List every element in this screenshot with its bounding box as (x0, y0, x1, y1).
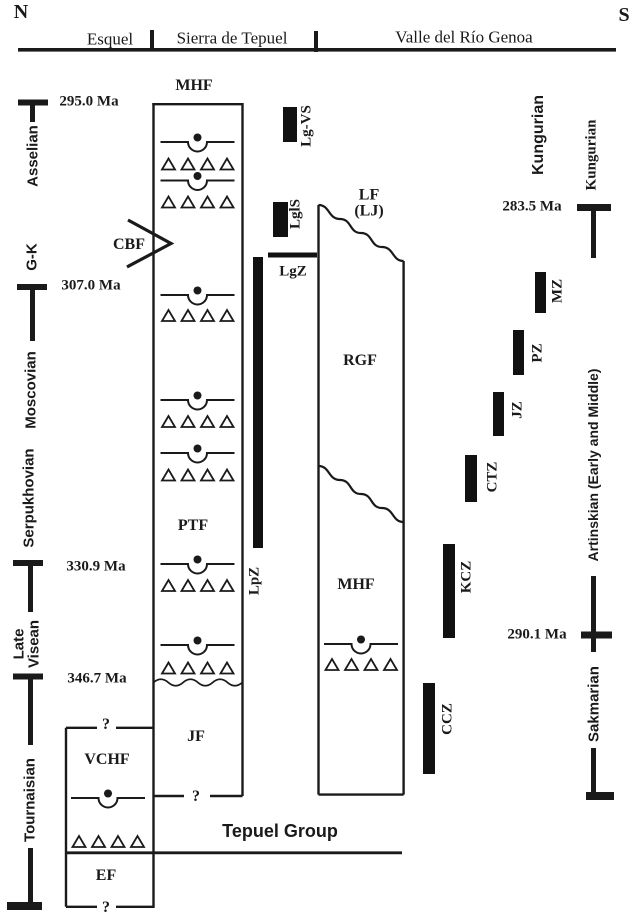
compass-north: N (13, 0, 29, 23)
biozone-ccz: CCZ (439, 703, 456, 735)
stage-kungurian-biozone-column: Kungurian (529, 95, 547, 175)
stage-tournaisian: Tournaisian (21, 758, 39, 842)
bar-pz (513, 330, 524, 375)
esquel-column-outline (64, 726, 154, 908)
biozone-lgls: LglS (287, 198, 304, 230)
formation-cbf: CBF (113, 235, 145, 253)
tepuel-group-label: Tepuel Group (222, 820, 338, 841)
biozone-mz: MZ (549, 278, 566, 304)
rgf-mhf-unconformity (318, 464, 404, 524)
left-time-axis (7, 99, 48, 910)
biozone-ctz: CTZ (484, 461, 501, 493)
biozone-pz: PZ (529, 343, 546, 363)
stage-moscovian: Moscovian (22, 351, 40, 429)
question-mark-jf-base: ? (192, 787, 200, 805)
age-307-ma: 307.0 Ma (61, 277, 121, 294)
header-valle-del-rio-genoa: Valle del Río Genoa (395, 27, 533, 47)
formation-mhf-genoa: MHF (337, 575, 375, 593)
right-time-axis (577, 204, 614, 800)
formation-ptf: PTF (177, 516, 209, 534)
stage-kungurian-right-axis: Kungurian (583, 119, 600, 191)
formation-lf-lj: LF(LJ) (354, 186, 384, 221)
biozone-lpz: LpZ (246, 566, 263, 596)
formation-jf: JF (187, 727, 205, 745)
header-rules (18, 30, 616, 52)
stage-artinskian: Artinskian (Early and Middle) (584, 368, 601, 562)
header-sierra-de-tepuel: Sierra de Tepuel (176, 28, 288, 48)
formation-lf-line2: (LJ) (354, 203, 384, 220)
bar-mz (535, 272, 546, 313)
bar-ctz (465, 455, 477, 502)
biozone-bars (253, 107, 546, 774)
bar-lgls (273, 202, 288, 237)
bar-lg-vs (283, 107, 297, 142)
bar-kcz (443, 544, 455, 638)
header-esquel: Esquel (86, 29, 134, 49)
biozone-kcz: KCZ (458, 560, 475, 594)
biozone-jz: JZ (509, 401, 526, 419)
formation-rgf: RGF (343, 351, 377, 369)
biozone-lgz: LgZ (279, 263, 307, 280)
formation-vchf: VCHF (84, 750, 130, 768)
stage-late-visean-line2: Visean (26, 619, 43, 669)
bar-ccz (423, 683, 435, 774)
tepuel-column-top-right (152, 103, 244, 796)
diamictite-dropstone-symbols (70, 133, 399, 848)
unconformity-wavy-lines (152, 203, 404, 687)
genoa-column-outline (317, 205, 405, 796)
formation-lf-line1: LF (358, 186, 380, 204)
compass-south: S (618, 3, 630, 26)
formation-ef: EF (95, 866, 117, 884)
bar-lpz (253, 257, 263, 548)
stage-asselian: Asselian (24, 125, 42, 187)
age-290-ma: 290.1 Ma (507, 626, 567, 643)
stage-serpukhovian: Serpukhovian (20, 448, 38, 548)
lf-rgf-unconformity (318, 203, 404, 263)
question-mark-ef-base: ? (102, 898, 110, 916)
question-mark-vchf-top: ? (102, 715, 110, 733)
cbf-fault-arrow (126, 218, 175, 269)
age-330-ma: 330.9 Ma (66, 558, 126, 575)
biozone-lg-vs: Lg-VS (298, 105, 315, 147)
stage-g-k: G-K (23, 243, 41, 271)
age-346-ma: 346.7 Ma (67, 670, 127, 687)
bar-lgz (268, 252, 317, 258)
stage-sakmarian: Sakmarian (585, 666, 603, 742)
column-outlines (64, 103, 405, 908)
ptf-jf-unconformity (152, 678, 243, 687)
bar-jz (493, 392, 504, 436)
formation-mhf-tepuel: MHF (175, 76, 213, 94)
age-283-ma: 283.5 Ma (502, 198, 562, 215)
age-295-ma: 295.0 Ma (59, 93, 119, 110)
